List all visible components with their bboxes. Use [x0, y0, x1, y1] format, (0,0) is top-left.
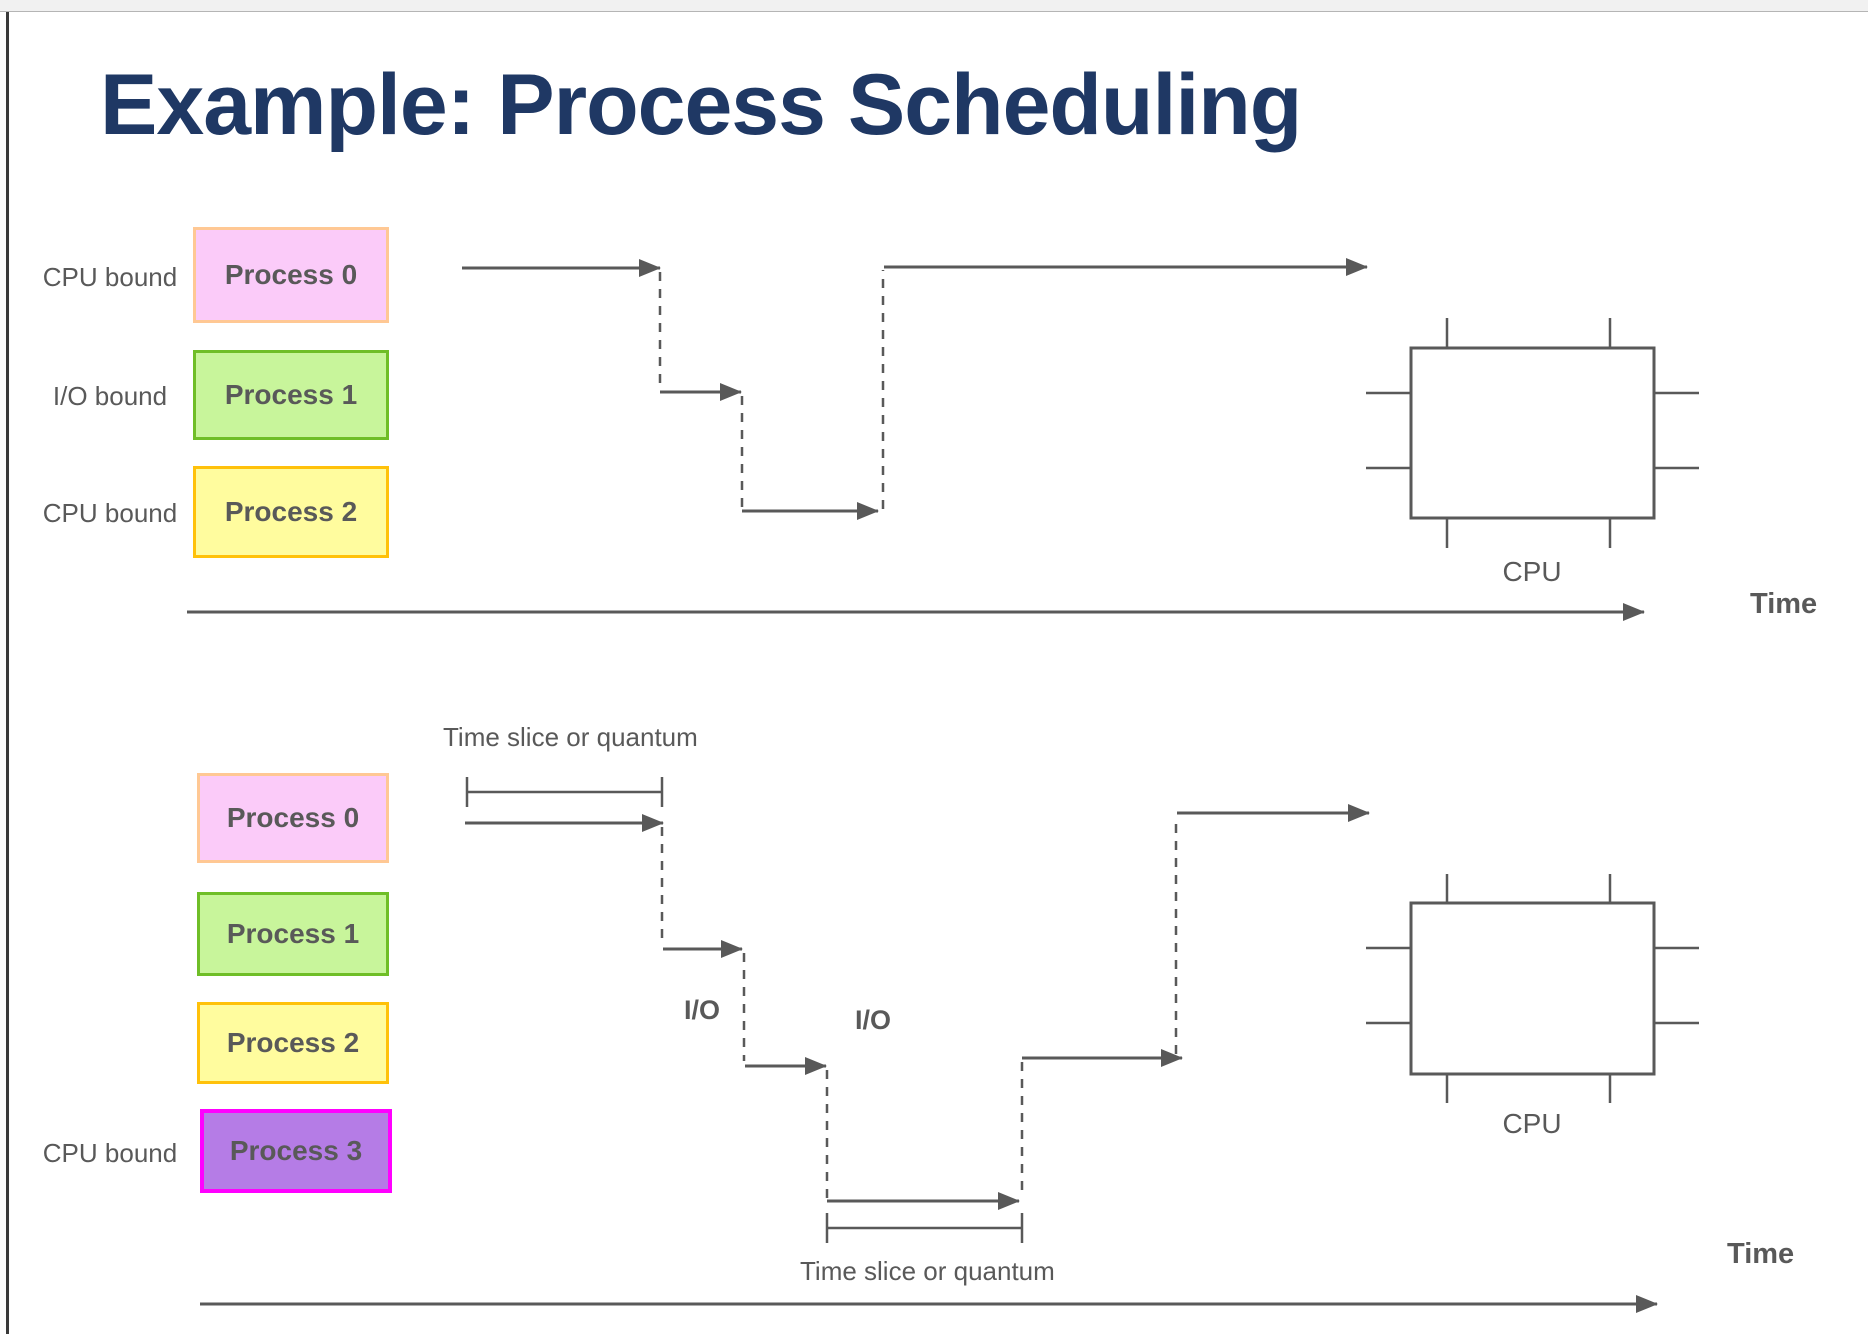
- top-time-label: Time: [1750, 588, 1818, 620]
- bottom-time-label: Time: [1727, 1238, 1795, 1270]
- bottom-cpu-label: CPU: [1502, 1108, 1562, 1139]
- bottom-process-3-box: Process 3: [200, 1109, 392, 1193]
- bottom-process-2-label: Process 2: [226, 1027, 360, 1058]
- bottom-process-2-box: Process 2: [197, 1002, 389, 1084]
- bottom-process-3-label: Process 3: [229, 1135, 363, 1166]
- bottom-cpu-chip-body: [1409, 901, 1656, 1076]
- slide-title: Example: Process Scheduling: [100, 57, 1302, 153]
- top-process-0-label: Process 0: [224, 259, 358, 290]
- quantum-label-top: Time slice or quantum: [443, 722, 698, 752]
- top-process-2-box: Process 2: [193, 466, 389, 558]
- window-top-edge: [0, 0, 1868, 12]
- top-process-0-box: Process 0: [193, 227, 389, 323]
- quantum-label-bottom: Time slice or quantum: [800, 1256, 1055, 1286]
- bottom-process-0-label: Process 0: [226, 802, 360, 833]
- bottom-process-1-label: Process 1: [226, 918, 360, 949]
- top-process-2-label: Process 2: [224, 496, 358, 527]
- io-label-2: I/O: [854, 1005, 891, 1035]
- top-row-label-io-bound: I/O bound: [52, 381, 168, 411]
- window-left-edge: [6, 12, 9, 1334]
- top-row-label-cpu-bound-0: CPU bound: [42, 262, 178, 292]
- io-label-1: I/O: [683, 995, 720, 1025]
- top-cpu-label: CPU: [1502, 556, 1562, 587]
- top-process-1-label: Process 1: [224, 379, 358, 410]
- top-cpu-chip-body: [1409, 346, 1656, 520]
- bottom-process-0-box: Process 0: [197, 773, 389, 863]
- bottom-row-label-cpu-bound: CPU bound: [42, 1138, 178, 1168]
- bottom-process-1-box: Process 1: [197, 892, 389, 976]
- top-process-1-box: Process 1: [193, 350, 389, 440]
- top-cpu-chip: [1366, 318, 1699, 548]
- top-row-label-cpu-bound-1: CPU bound: [42, 498, 178, 528]
- bottom-cpu-chip: [1366, 874, 1699, 1103]
